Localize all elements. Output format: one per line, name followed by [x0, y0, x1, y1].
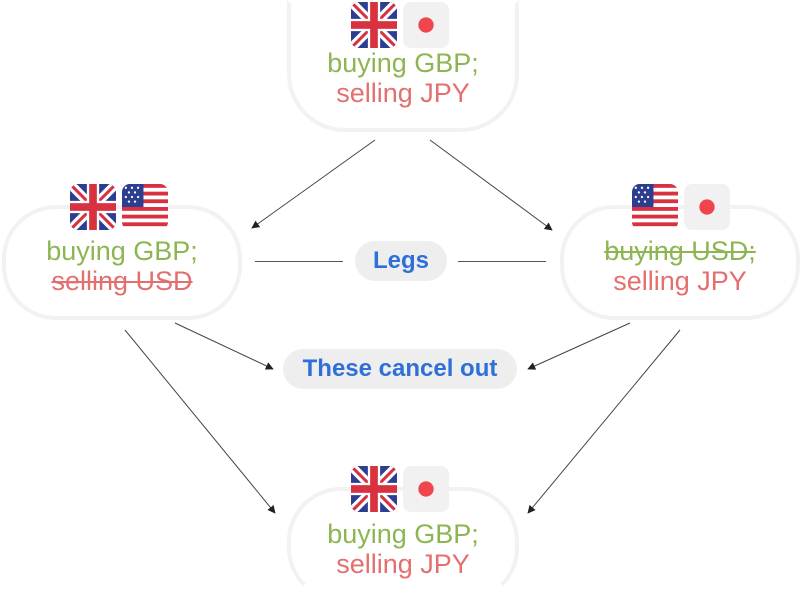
node-top-sell-text: selling JPY	[336, 78, 470, 108]
arrow-right-to-cancel	[527, 322, 631, 370]
japan-flag-icon	[684, 184, 730, 230]
node-right-buy-text: buying USD;	[604, 236, 756, 266]
node-top: buying GBP; selling JPY	[287, 0, 519, 132]
uk-flag-icon	[351, 2, 397, 48]
legs-label: Legs	[355, 241, 447, 281]
uk-flag-icon	[70, 184, 116, 230]
cancel-out-label: These cancel out	[283, 349, 517, 389]
arrow-top-to-right	[429, 139, 553, 231]
node-left-sell-text: selling USD	[51, 266, 193, 296]
node-right-sell-text: selling JPY	[613, 266, 747, 296]
usa-flag-icon	[632, 184, 678, 230]
node-top-buy-text: buying GBP;	[327, 48, 479, 78]
node-left-buy-text: buying GBP;	[46, 236, 198, 266]
node-right-flags	[632, 184, 730, 230]
node-right: buying USD; selling JPY	[560, 205, 800, 320]
uk-flag-icon	[351, 466, 397, 512]
arrow-top-to-left	[251, 139, 376, 229]
japan-flag-icon	[403, 466, 449, 512]
node-top-flags	[351, 2, 449, 48]
arrow-right-to-bottom	[527, 329, 681, 514]
node-bottom-sell-text: selling JPY	[336, 549, 470, 579]
arrow-left-to-bottom	[124, 329, 276, 514]
legs-line-left	[255, 261, 343, 262]
node-bottom-flags	[351, 466, 449, 512]
usa-flag-icon	[122, 184, 168, 230]
japan-flag-icon	[403, 2, 449, 48]
node-left-flags	[70, 184, 168, 230]
node-bottom-buy-text: buying GBP;	[327, 519, 479, 549]
legs-line-right	[458, 261, 546, 262]
arrow-left-to-cancel	[174, 322, 274, 370]
